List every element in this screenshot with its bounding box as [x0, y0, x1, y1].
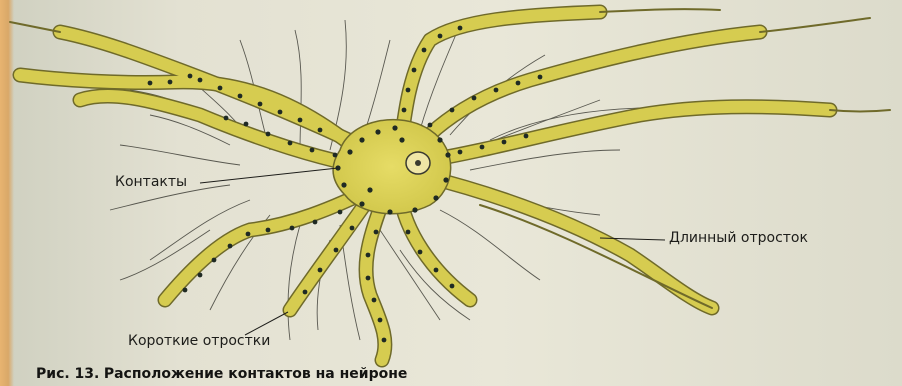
cell-body — [333, 120, 451, 214]
label-contacts: Контакты — [115, 174, 187, 190]
nucleolus — [415, 160, 421, 166]
caption-number: Рис. 13. — [36, 366, 99, 382]
label-short-processes: Короткие отростки — [128, 333, 270, 349]
caption-title: Расположение контактов на нейроне — [104, 366, 408, 382]
label-long-process: Длинный отросток — [669, 230, 808, 246]
short-processes-leader — [245, 312, 288, 335]
contacts-leader — [200, 168, 338, 183]
figure-caption: Рис. 13. Расположение контактов на нейро… — [36, 366, 407, 382]
